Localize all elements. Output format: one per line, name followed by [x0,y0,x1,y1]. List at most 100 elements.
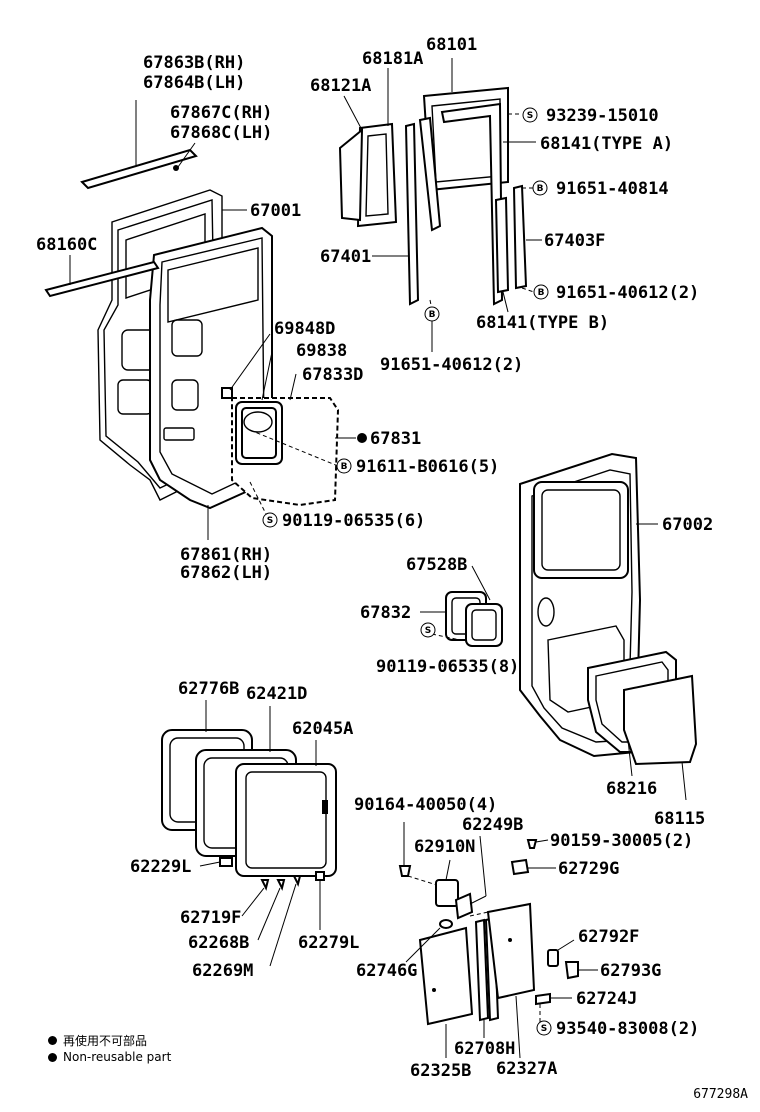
badge-s-93540: S [536,1020,552,1036]
svg-text:B: B [537,184,544,194]
window-run-68141a [440,102,536,306]
legend-row-en: Non-reusable part [48,1050,171,1064]
label-62776b: 62776B [178,679,239,699]
bracket-62249b [454,835,487,920]
clip-62724j [535,992,572,1022]
label-67867c: 67867C(RH) [170,103,272,123]
label-62746g: 62746G [356,961,417,981]
label-62045a: 62045A [292,719,353,739]
badge-b-91651a: B [532,180,548,196]
clip-62793g [564,961,598,980]
clip-62729g [510,858,556,876]
bolt-90164 [398,822,441,887]
label-62249b: 62249B [462,815,523,835]
clip-62792f [547,939,575,967]
label-62724j: 62724J [576,989,637,1009]
run-68141b [494,196,510,313]
label-69838: 69838 [296,341,347,361]
label-68121a: 68121A [310,76,371,96]
screw-90159 [526,839,549,849]
label-90119b: 90119-06535(8) [376,657,519,677]
label-62269m: 62269M [192,961,253,981]
svg-text:S: S [541,1024,547,1034]
label-62792f: 62792F [578,927,639,947]
label-93540: 93540-83008(2) [556,1019,699,1039]
label-67001: 67001 [250,201,301,221]
label-62708h: 62708H [454,1039,515,1059]
label-67863b: 67863B(RH) [143,53,245,73]
service-hole-cover [231,351,367,507]
label-68216: 68216 [606,779,657,799]
glass-62325b [418,926,474,1058]
legend-row-jp: 再使用不可部品 [48,1032,147,1049]
label-67002: 67002 [662,515,713,535]
legend-text-jp: 再使用不可部品 [63,1034,148,1048]
latch-62910n [435,859,459,907]
window-frame-62045a [235,740,337,877]
label-62729g: 62729G [558,859,619,879]
bezel-67528b [420,565,503,647]
label-67861: 67861(RH) [180,545,272,565]
label-68101: 68101 [426,35,477,55]
label-91651b: 91651-40612(2) [556,283,699,303]
division-bar-67403f [512,184,542,290]
window-run-67401 [372,116,442,311]
badge-s-93239: S [522,107,538,123]
label-68181a: 68181A [362,49,423,69]
label-67401: 67401 [320,247,371,267]
label-67831: 67831 [370,429,421,449]
badge-s-90119b: S [420,622,436,638]
label-62279l: 62279L [298,933,359,953]
legend-dot-icon [48,1036,57,1045]
label-62719f: 62719F [180,908,241,928]
label-67862: 67862(LH) [180,563,272,583]
badge-b-91611: B [336,458,352,474]
label-93239: 93239-15010 [546,106,659,126]
weatherstrip-67863b [80,100,198,190]
glass-68115 [623,674,698,801]
label-90159: 90159-30005(2) [550,831,693,851]
label-67403f: 67403F [544,231,605,251]
label-69848d: 69848D [274,319,335,339]
trim-68160c [44,255,160,298]
label-68115: 68115 [654,809,705,829]
badge-b-91651b: B [533,284,549,300]
glass-62327a [469,902,536,1059]
legend-dot-icon [48,1052,57,1062]
small-parts-left [199,857,325,967]
garnish-68121a [338,95,364,222]
legend-text-en: Non-reusable part [63,1050,172,1064]
svg-text:B: B [341,462,348,472]
label-62910n: 62910N [414,837,475,857]
label-91651a: 91651-40814 [556,179,669,199]
label-67832: 67832 [360,603,411,623]
seal-62746g [405,919,453,963]
label-68141b: 68141(TYPE B) [476,313,609,333]
svg-text:S: S [425,626,431,636]
clip-69848d [221,333,271,399]
svg-text:B: B [538,288,545,298]
label-91651c: 91651-40612(2) [380,355,523,375]
label-62793g: 62793G [600,961,661,981]
label-90164: 90164-40050(4) [354,795,497,815]
label-67833d: 67833D [302,365,363,385]
svg-text:S: S [527,111,533,121]
label-90119a: 90119-06535(6) [282,511,425,531]
diagram-code: 677298A [693,1087,748,1102]
label-62421d: 62421D [246,684,307,704]
badge-s-90119a: S [262,512,278,528]
label-91611: 91611-B0616(5) [356,457,499,477]
svg-text:S: S [267,516,273,526]
label-62325b: 62325B [410,1061,471,1081]
badge-b-91651c: B [424,306,440,352]
label-62327a: 62327A [496,1059,557,1079]
label-67528b: 67528B [406,555,467,575]
label-68141a: 68141(TYPE A) [540,134,673,154]
label-62268b: 62268B [188,933,249,953]
label-62229l: 62229L [130,857,191,877]
svg-text:B: B [429,310,436,320]
label-67864b: 67864B(LH) [143,73,245,93]
label-68160c: 68160C [36,235,97,255]
label-67868c: 67868C(LH) [170,123,272,143]
